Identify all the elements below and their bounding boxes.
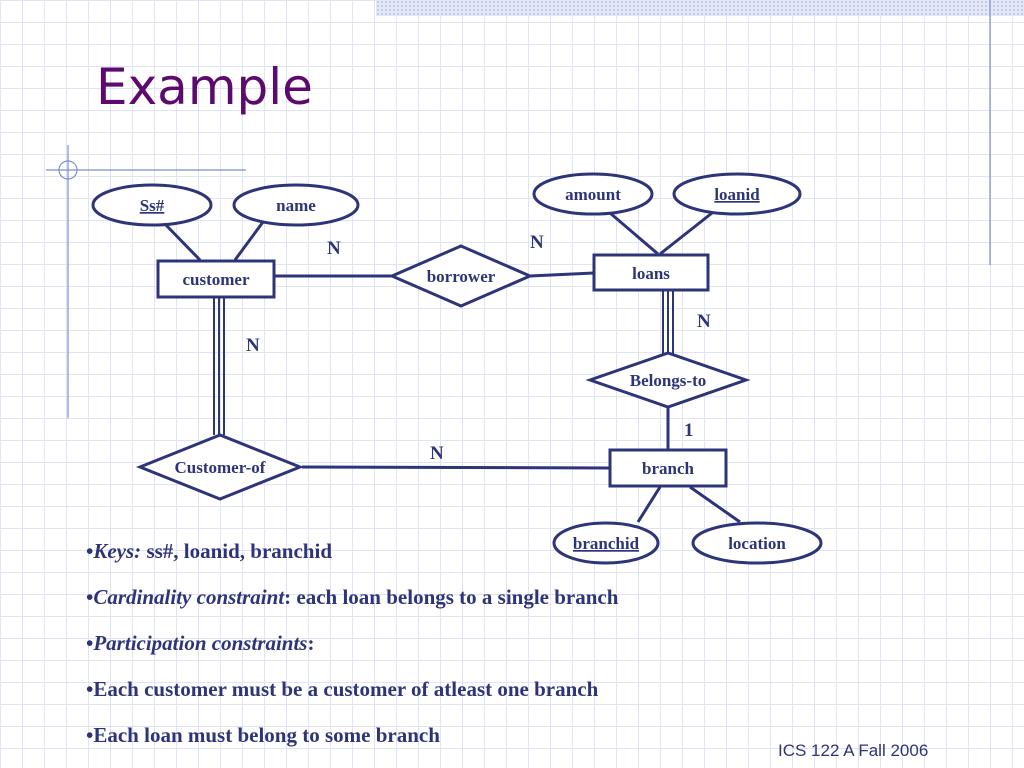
cardinality-belongs-to-branch: 1 <box>684 420 694 441</box>
bullet-marker: • <box>86 539 94 563</box>
note-term: Cardinality constraint <box>93 585 285 609</box>
svg-text:loanid: loanid <box>714 185 760 204</box>
svg-text:branch: branch <box>642 459 695 478</box>
connector-borrower-loans <box>529 271 595 278</box>
note-text: : <box>307 631 315 655</box>
cardinality-belongs-to-loans: N <box>697 311 711 332</box>
notes-list: •Keys: ss#, loanid, branchid •Cardinalit… <box>86 538 806 768</box>
attribute-amount: amount <box>532 172 654 216</box>
attribute-ss: Ss# <box>91 183 213 227</box>
relationship-belongs-to: Belongs-to <box>585 351 751 409</box>
attribute-location: location <box>691 521 823 565</box>
slide-decoration <box>46 0 991 418</box>
connector-location-branch <box>689 485 741 524</box>
bullet-marker: • <box>86 585 94 609</box>
svg-text:branchid: branchid <box>573 534 640 553</box>
note-text: ss#, loanid, branchid <box>141 539 333 563</box>
svg-text:amount: amount <box>565 185 621 204</box>
total-participation-customer-customer-of <box>213 298 225 435</box>
svg-text:borrower: borrower <box>427 267 496 286</box>
note-participation-constraints: •Participation constraints: <box>86 630 806 676</box>
note-text: Each loan must belong to some branch <box>93 723 440 747</box>
note-term: Participation constraints <box>93 631 308 655</box>
svg-text:name: name <box>276 196 316 215</box>
bullet-marker: • <box>86 677 94 701</box>
note-customer-participation: •Each customer must be a customer of atl… <box>86 676 806 722</box>
cardinality-borrower-loans: N <box>530 232 544 253</box>
note-keys: •Keys: ss#, loanid, branchid <box>86 538 806 584</box>
relationship-customer-of: Customer-of <box>135 433 305 501</box>
note-cardinality-constraint: •Cardinality constraint: each loan belon… <box>86 584 806 630</box>
svg-text:location: location <box>728 534 786 553</box>
connector-amount-loans <box>609 211 659 256</box>
cardinality-borrower-customer: N <box>327 238 341 259</box>
svg-text:Belongs-to: Belongs-to <box>630 371 707 390</box>
relationship-borrower: borrower <box>388 244 534 308</box>
note-text: Each customer must be a customer of atle… <box>93 677 599 701</box>
attribute-branchid: branchid <box>552 521 660 565</box>
svg-text:customer: customer <box>182 270 249 289</box>
entity-loans: loans <box>592 253 710 292</box>
attribute-loanid: loanid <box>672 172 802 216</box>
cardinality-customer-of-branch: N <box>430 443 444 464</box>
slide-footer: ICS 122 A Fall 2006 <box>778 741 929 760</box>
total-participation-loans-belongs-to <box>662 290 674 354</box>
note-term: Keys: <box>93 539 142 563</box>
connector-branchid-branch <box>636 486 662 523</box>
connector-lines <box>161 211 741 524</box>
slide-title: Example <box>96 58 313 116</box>
svg-text:Customer-of: Customer-of <box>175 458 266 477</box>
top-decoration-band <box>376 0 1024 16</box>
connector-name-customer <box>233 221 265 261</box>
entity-customer: customer <box>156 259 276 299</box>
attribute-name: name <box>232 183 360 227</box>
bullet-marker: • <box>86 631 94 655</box>
svg-text:Ss#: Ss# <box>140 196 165 215</box>
connector-customer-of-branch <box>301 465 611 470</box>
connector-ss-customer <box>161 220 202 262</box>
svg-text:loans: loans <box>632 264 670 283</box>
entity-branch: branch <box>608 448 728 488</box>
note-text: : each loan belongs to a single branch <box>284 585 619 609</box>
bullet-marker: • <box>86 723 94 747</box>
connector-loanid-loans <box>659 211 713 256</box>
cardinality-customer-of-customer: N <box>246 335 260 356</box>
note-loan-participation: •Each loan must belong to some branch <box>86 722 806 768</box>
